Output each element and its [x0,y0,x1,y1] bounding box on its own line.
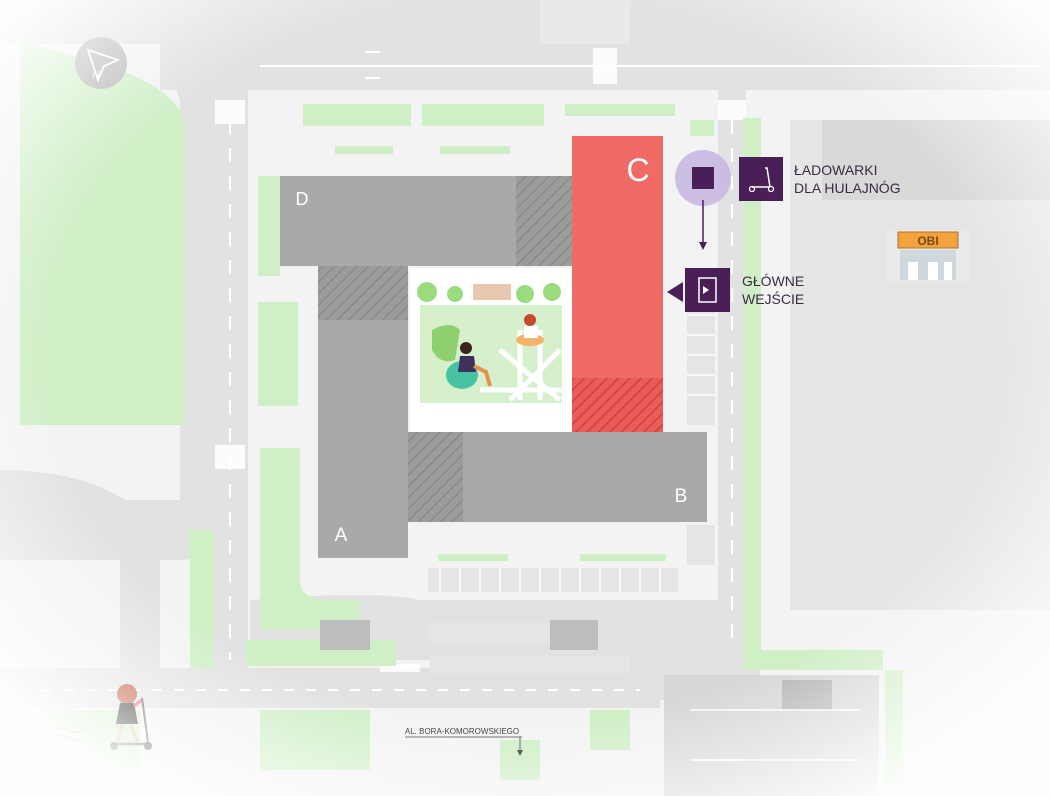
building-a [318,320,408,558]
ramp-right [550,620,598,650]
compass-north-letter: N [92,70,100,81]
main-entrance-label-line2: WEJŚCIE [742,290,804,307]
street-name: AL. BORA-KOMOROWSKIEGO [405,727,519,736]
scooter-icon [739,157,783,201]
scooter-charger-label-line2: DLA HULAJNÓG [794,180,901,196]
scooter-charger-label-line1: ŁADOWARKI [794,162,878,178]
obi-store-logo: OBI [886,230,970,282]
building-d [280,176,516,266]
building-d-label: D [296,189,309,209]
building-b [463,432,707,522]
building-a-label: A [335,525,348,546]
main-entrance-label-line1: GŁÓWNE [742,273,804,289]
building-c-label: C [626,152,649,188]
building-b-label: B [675,486,688,507]
ramp-left [320,620,370,650]
courtyard-garden [410,268,572,432]
obi-logo-text: OBI [917,234,938,248]
compass-arrow-icon[interactable]: N [75,37,127,89]
